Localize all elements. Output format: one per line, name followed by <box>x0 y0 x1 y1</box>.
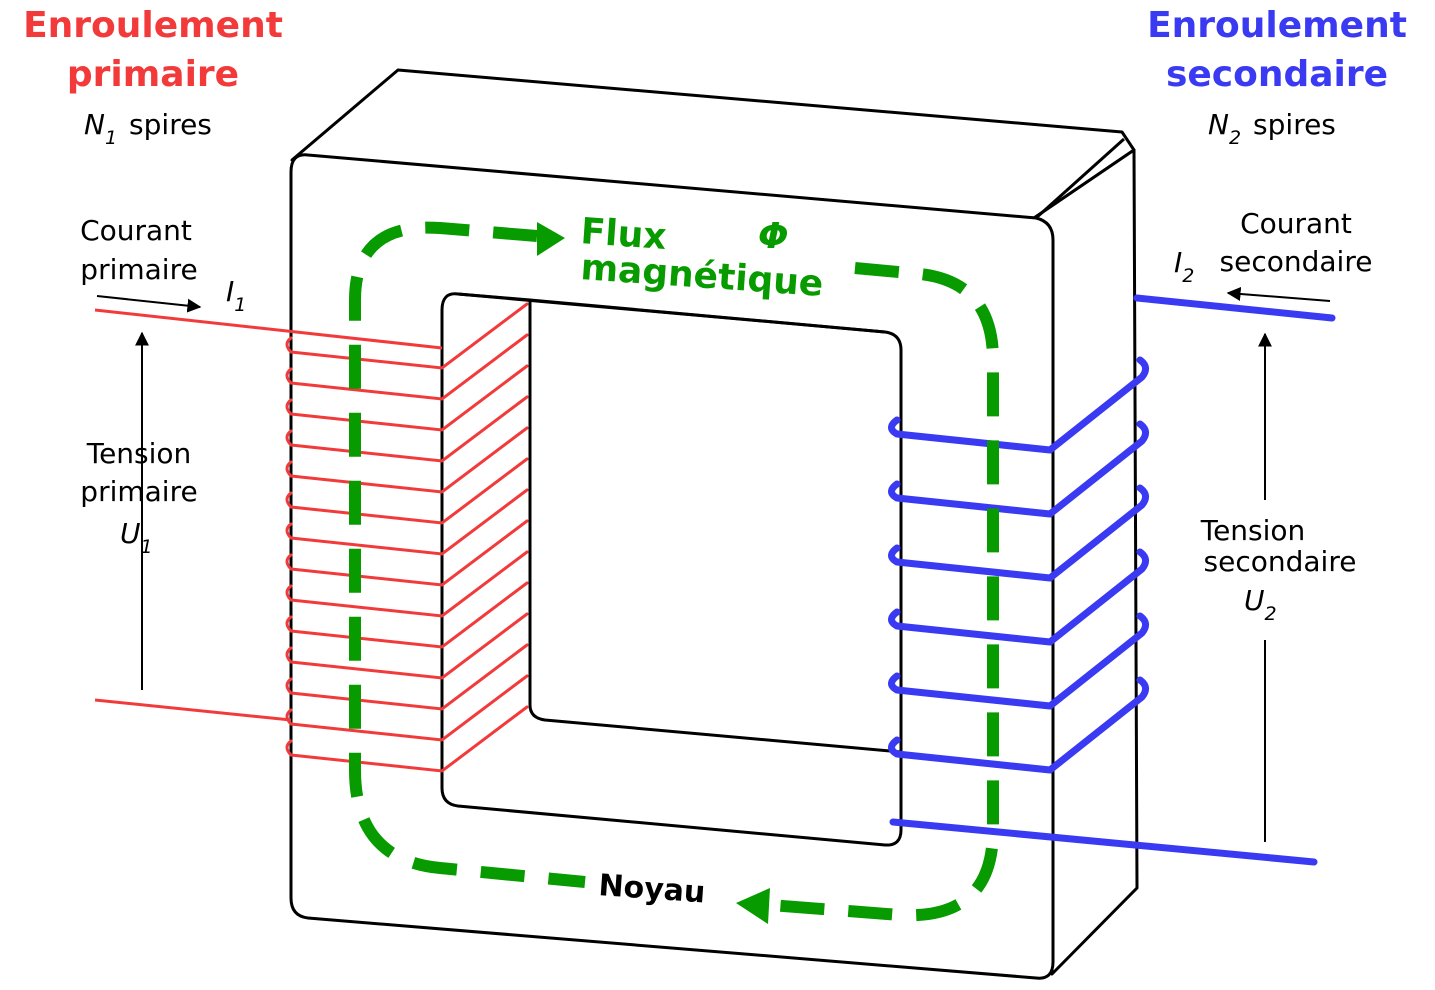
primary-voltage-label: U1 <box>120 517 153 558</box>
primary-turns-sub: 1 <box>105 127 117 149</box>
flux-loop-top <box>349 221 586 888</box>
secondary-turn <box>888 612 1149 710</box>
primary-turn <box>285 674 529 742</box>
primary-turn <box>285 457 529 525</box>
primary-title-line1: Enroulement <box>23 5 283 46</box>
primary-lead-bottom <box>94 698 292 722</box>
secondary-turn <box>888 420 1149 518</box>
flux-arrow-bottom <box>736 888 770 924</box>
primary-turns-symbol: N <box>84 108 105 141</box>
flux-arrow-top <box>537 222 565 256</box>
secondary-title-line2: secondaire <box>1166 54 1388 95</box>
primary-turn <box>285 612 529 680</box>
arrows <box>96 287 1331 842</box>
primary-turn <box>285 426 529 494</box>
primary-title-line2: primaire <box>67 54 239 95</box>
secondary-turn <box>888 676 1149 774</box>
secondary-turns-word: spires <box>1253 108 1336 141</box>
secondary-current-line1: Courant <box>1240 207 1352 240</box>
primary-turn <box>285 364 529 432</box>
flux-loop-right <box>769 262 999 922</box>
secondary-winding <box>888 356 1149 774</box>
secondary-turn <box>888 484 1149 582</box>
primary-turn <box>285 395 529 463</box>
secondary-lead-bottom <box>889 818 1318 866</box>
primary-voltage-line1: Tension <box>86 437 192 470</box>
primary-current-symbol: I <box>226 275 234 308</box>
primary-current-line2: primaire <box>80 253 197 286</box>
secondary-leads <box>889 294 1336 866</box>
primary-voltage-symbol: U <box>120 517 141 550</box>
secondary-voltage-symbol: U <box>1244 584 1265 617</box>
secondary-turns-sub: 2 <box>1229 127 1241 149</box>
primary-turn <box>285 333 529 401</box>
secondary-lead-top <box>1133 294 1336 322</box>
primary-turns: N1 spires <box>84 108 212 149</box>
secondary-current-arrow <box>1226 287 1331 302</box>
primary-voltage-sub: 1 <box>141 536 153 558</box>
core <box>289 68 1139 980</box>
core-edge-detail <box>1034 137 1126 220</box>
primary-turn <box>285 302 529 370</box>
primary-turn <box>285 581 529 649</box>
primary-current-label: I1 <box>226 275 246 316</box>
secondary-current-label: I2 <box>1174 246 1194 287</box>
secondary-current-symbol: I <box>1174 246 1182 279</box>
primary-turns-word: spires <box>129 108 212 141</box>
secondary-turn <box>888 356 1149 454</box>
core-front-face <box>289 153 1055 980</box>
primary-winding <box>285 302 529 773</box>
primary-turn <box>285 488 529 556</box>
secondary-voltage-sub: 2 <box>1265 603 1277 625</box>
flux-symbol: Φ <box>758 216 789 257</box>
secondary-current-line2: secondaire <box>1220 245 1373 278</box>
secondary-voltage-label: U2 <box>1244 584 1277 625</box>
primary-voltage-line2: primaire <box>80 475 197 508</box>
flux-label-line1: Flux <box>579 211 667 258</box>
secondary-voltage-line2: secondaire <box>1204 545 1357 578</box>
secondary-current-sub: 2 <box>1182 265 1194 287</box>
core-hole-depth-top <box>529 298 886 334</box>
primary-turn <box>285 550 529 618</box>
secondary-turn <box>888 548 1149 646</box>
secondary-title-line1: Enroulement <box>1147 5 1407 46</box>
secondary-turns-symbol: N <box>1208 108 1229 141</box>
primary-turn <box>285 519 529 587</box>
primary-turn <box>285 705 529 773</box>
core-label: Noyau <box>597 868 706 910</box>
primary-turn <box>285 643 529 711</box>
secondary-turns: N2 spires <box>1208 108 1336 149</box>
flux-path <box>349 221 999 922</box>
core-hole-depth <box>457 292 902 754</box>
primary-leads <box>94 308 443 722</box>
primary-current-arrow <box>96 295 202 313</box>
primary-lead-top <box>94 308 443 350</box>
primary-current-line1: Courant <box>80 214 192 247</box>
secondary-voltage-line1: Tension <box>1200 514 1306 547</box>
primary-current-sub: 1 <box>234 294 246 316</box>
